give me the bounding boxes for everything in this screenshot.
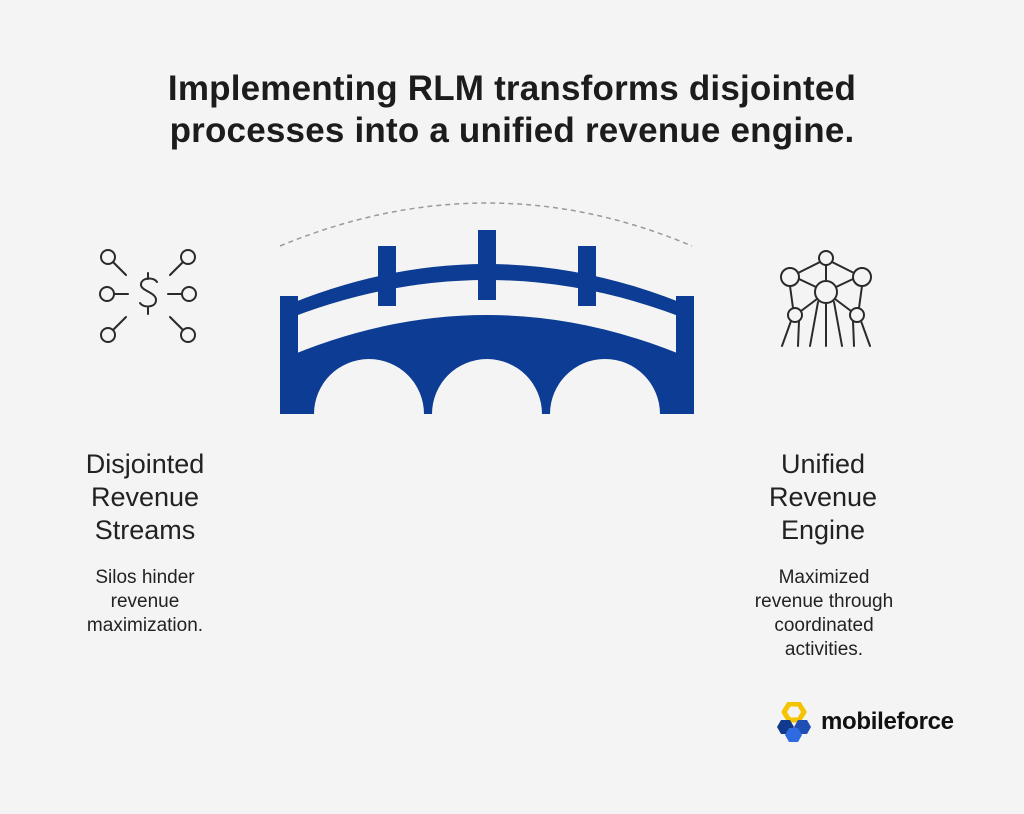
- right-desc-line-2: revenue through: [754, 591, 894, 612]
- left-label-line-1: Disjointed: [85, 449, 205, 479]
- left-label: Disjointed Revenue Streams: [40, 448, 250, 547]
- title-line-1: Implementing RLM transforms disjointed: [167, 69, 857, 108]
- brand-name: mobileforce: [821, 708, 954, 735]
- left-desc-line-1: Silos hinder: [95, 567, 195, 588]
- left-label-line-3: Streams: [94, 515, 196, 545]
- left-label-line-2: Revenue: [90, 482, 200, 512]
- right-desc-line-4: activities.: [784, 639, 864, 660]
- left-desc-line-3: maximization.: [86, 615, 204, 636]
- right-desc-line-1: Maximized: [778, 567, 870, 588]
- right-desc-line-3: coordinated: [774, 615, 874, 636]
- mobileforce-logo-icon: [777, 702, 811, 742]
- right-label: Unified Revenue Engine: [718, 448, 928, 547]
- page-title: Implementing RLM transforms disjointed p…: [0, 68, 1024, 152]
- brand-logo: mobileforce: [773, 702, 954, 742]
- right-description: Maximized revenue through coordinated ac…: [726, 566, 922, 662]
- left-desc-line-2: revenue: [110, 591, 180, 612]
- dashed-arc: [279, 202, 693, 247]
- atomium-network-icon: [780, 250, 872, 347]
- right-label-line-2: Revenue: [768, 482, 878, 512]
- bridge-icon: [280, 230, 694, 414]
- right-label-line-1: Unified: [780, 449, 866, 479]
- left-description: Silos hinder revenue maximization.: [60, 566, 230, 638]
- dollar-network-icon: [99, 249, 197, 343]
- right-label-line-3: Engine: [780, 515, 866, 545]
- title-line-2: processes into a unified revenue engine.: [169, 111, 855, 150]
